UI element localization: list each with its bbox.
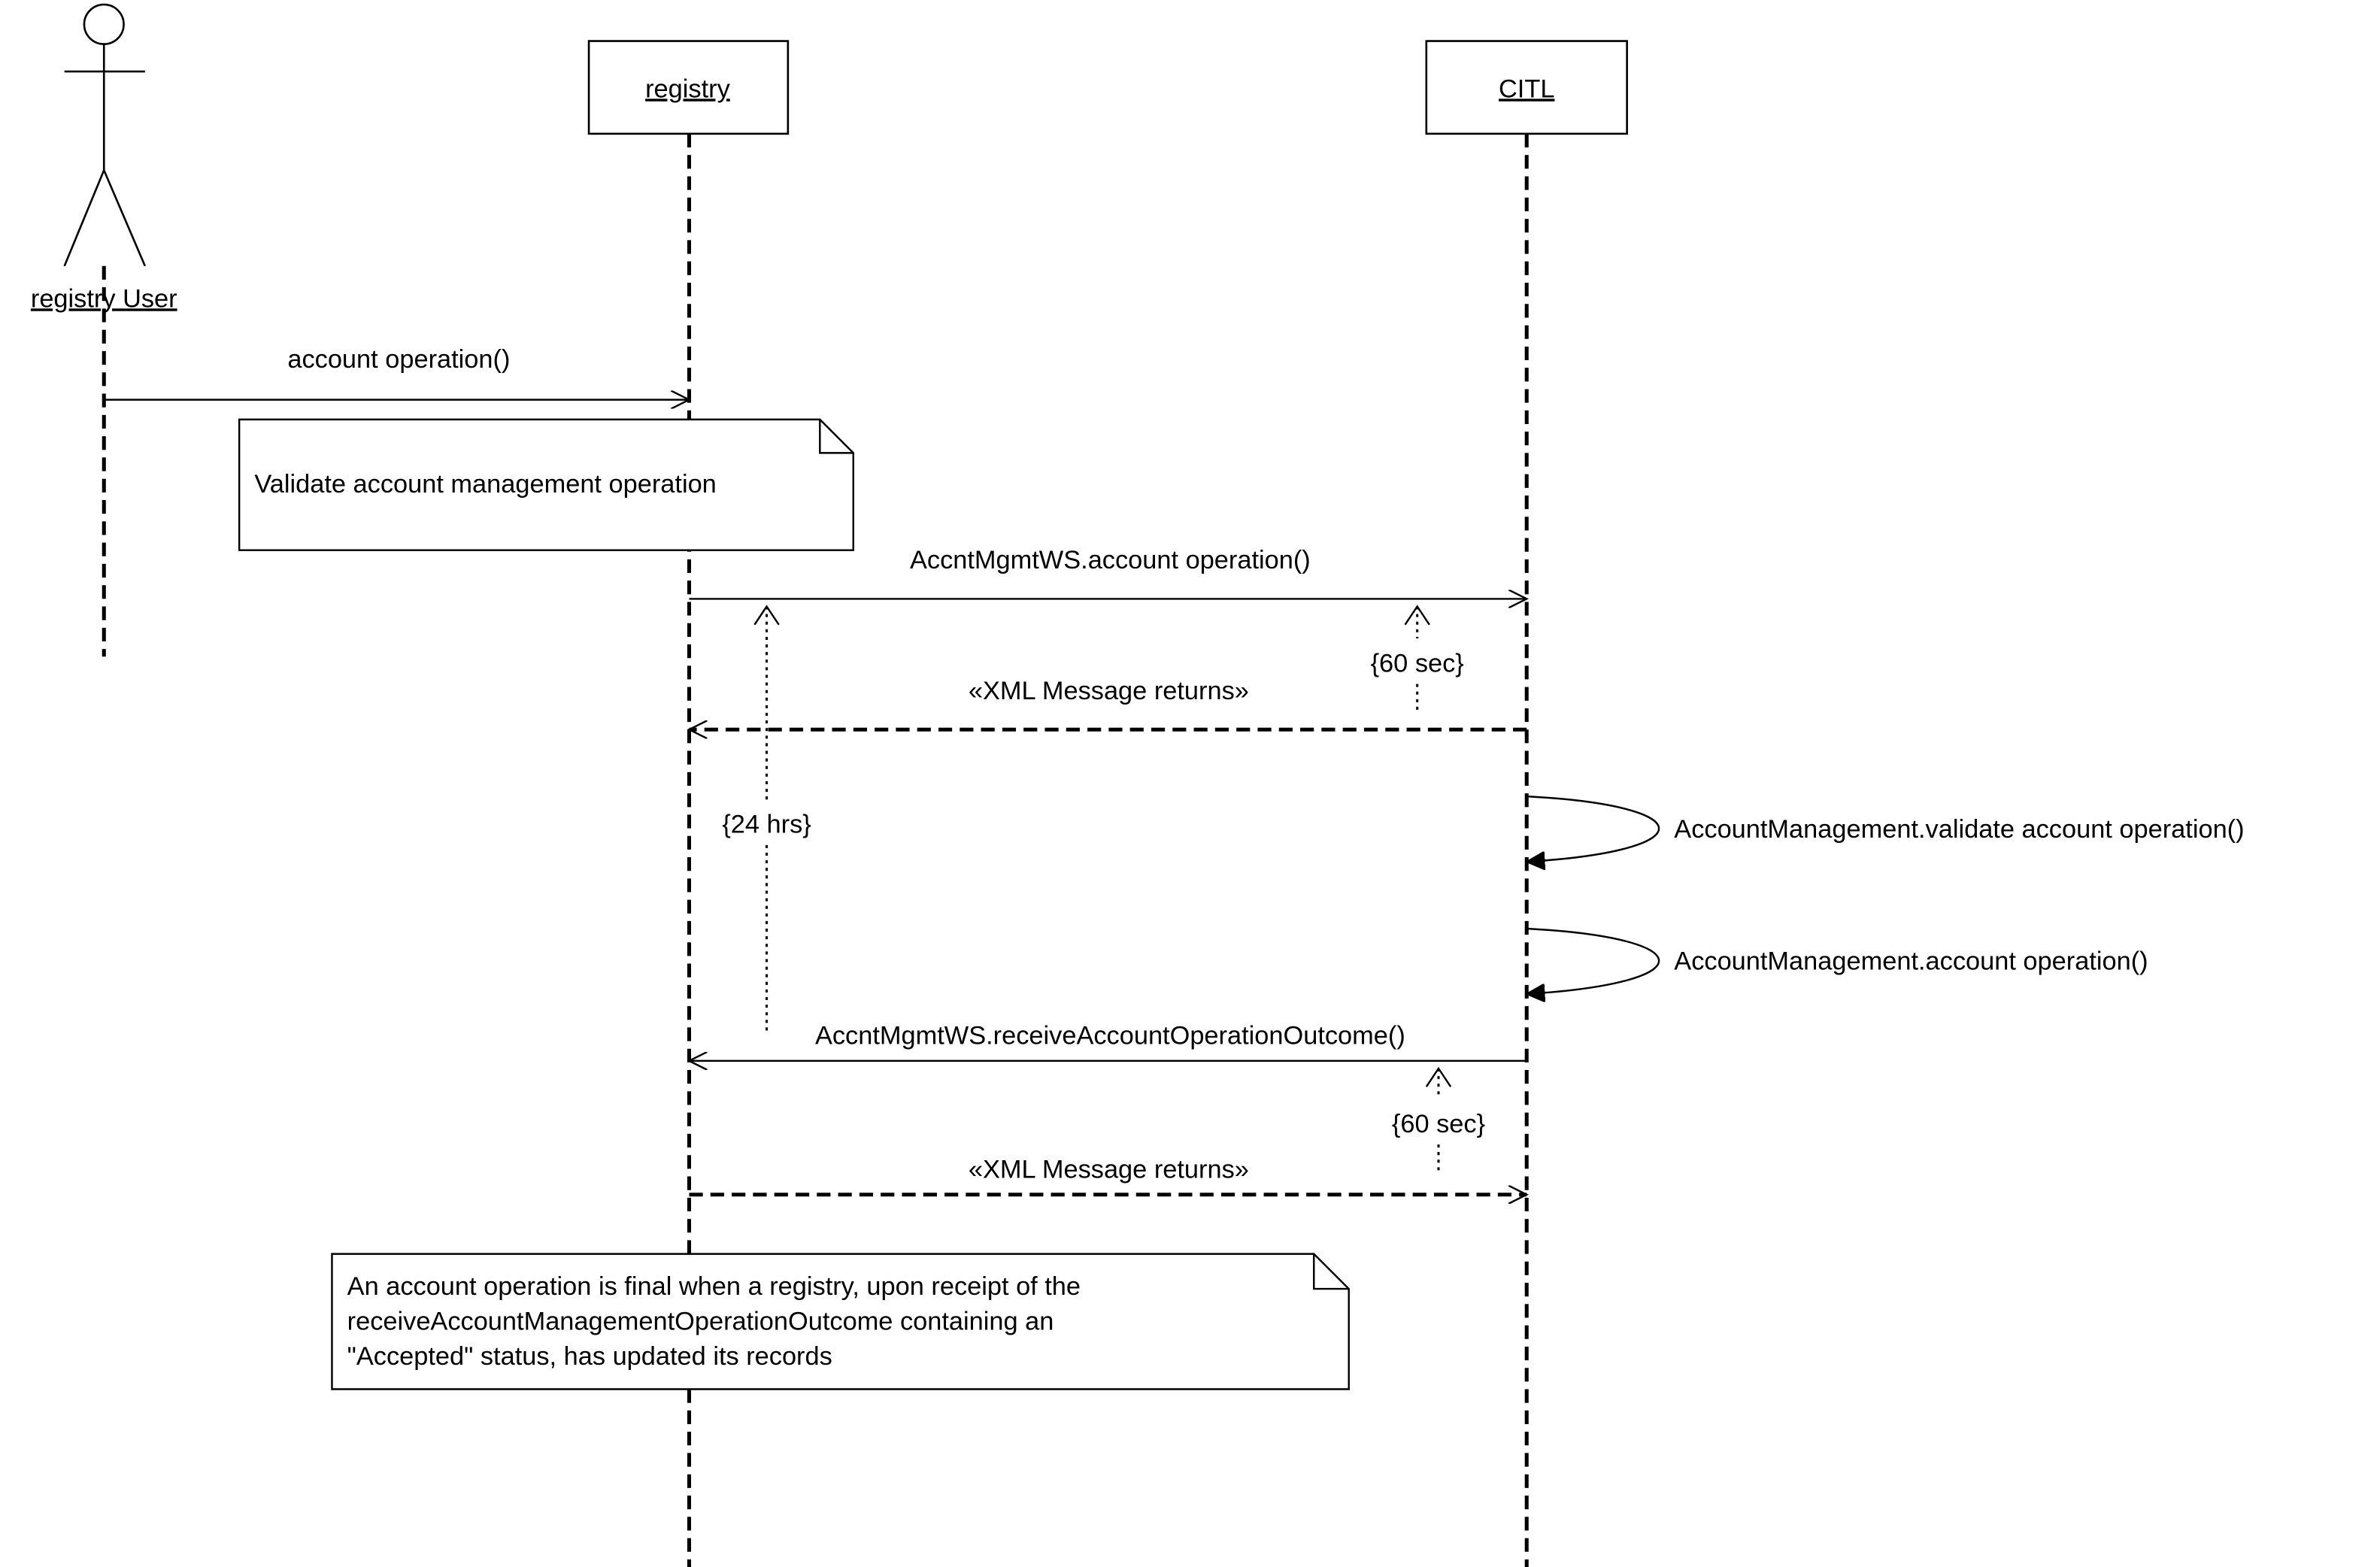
message-account-operation-label: account operation() [287,345,510,374]
note-final-line-1: An account operation is final when a reg… [347,1272,1081,1301]
self-call-validate-arrow [1527,795,1660,862]
note-final: An account operation is final when a reg… [331,1253,1350,1390]
timing-constraint-60sec-1: {60 sec} [1371,605,1464,715]
duration-constraint-24hrs: {24 hrs} [722,605,811,1034]
timing-label-60sec-2: {60 sec} [1392,1110,1485,1138]
actor-registry-user: registry User [31,3,177,657]
note-validate: Validate account management operation [238,418,854,551]
note-final-line-3: "Accepted" status, has updated its recor… [347,1342,832,1371]
timing-constraint-60sec-2: {60 sec} [1392,1066,1485,1174]
participant-citl: CITL [1425,40,1628,1567]
note-validate-text: Validate account management operation [254,470,716,499]
message-xml-return-1-label: «XML Message returns» [969,677,1249,705]
registry-label: registry [645,74,730,103]
self-call-account-operation-label: AccountManagement.account operation() [1674,947,2148,976]
note-final-line-2: receiveAccountManagementOperationOutcome… [347,1308,1054,1336]
message-receive-outcome-label: AccntMgmtWS.receiveAccountOperationOutco… [815,1022,1405,1050]
citl-box [1425,40,1628,135]
self-call-account-operation-arrow [1527,927,1660,994]
message-ws-account-operation-label: AccntMgmtWS.account operation() [910,546,1311,574]
self-call-validate-label: AccountManagement.validate account opera… [1674,815,2244,844]
citl-label: CITL [1499,74,1554,103]
stick-figure-icon [63,3,147,267]
duration-label-24hrs: {24 hrs} [722,811,811,839]
timing-label-60sec-1: {60 sec} [1371,649,1464,677]
message-xml-return-2-label: «XML Message returns» [969,1156,1249,1184]
